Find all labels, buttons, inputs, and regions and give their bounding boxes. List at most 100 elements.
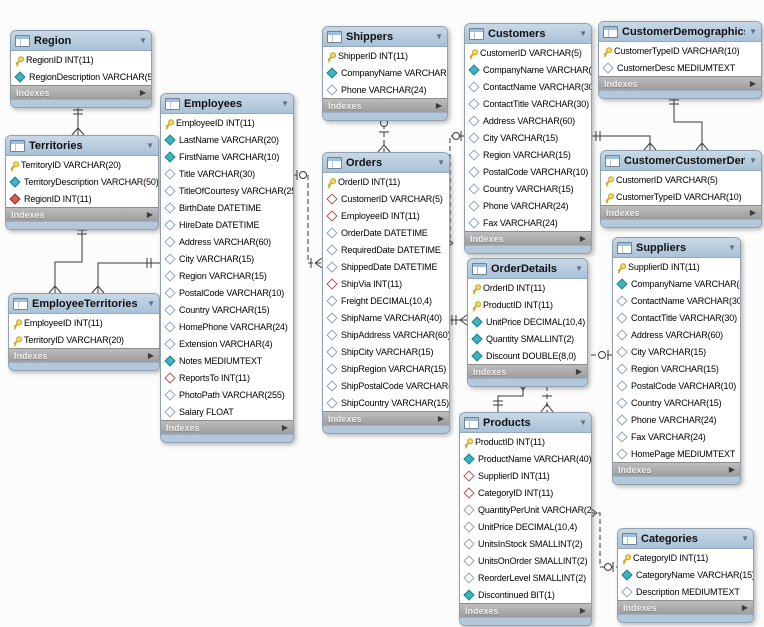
expand-arrow-icon[interactable]: ▶ (139, 88, 146, 97)
relationship-customerdemographics-customercustomerdemo[interactable] (669, 94, 709, 151)
table-Products[interactable]: Products▼ProductID INT(11)ProductName VA… (459, 412, 592, 626)
indexes-bar[interactable]: Indexes▶ (601, 205, 761, 219)
indexes-bar[interactable]: Indexes▶ (599, 76, 761, 90)
column-row[interactable]: CustomerID VARCHAR(5) (601, 171, 761, 188)
column-row[interactable]: PhotoPath VARCHAR(255) (161, 386, 293, 403)
table-header[interactable]: CustomerDemographics▼ (599, 22, 761, 42)
column-row[interactable]: FirstName VARCHAR(10) (161, 148, 293, 165)
indexes-bar[interactable]: Indexes▶ (460, 603, 591, 617)
column-row[interactable]: ProductID INT(11) (460, 433, 591, 450)
column-row[interactable]: CustomerTypeID VARCHAR(10) (599, 42, 761, 59)
column-row[interactable]: Discount DOUBLE(8,0) (468, 347, 587, 364)
column-row[interactable]: CustomerTypeID VARCHAR(10) (601, 188, 761, 205)
column-row[interactable]: RequiredDate DATETIME (323, 241, 449, 258)
column-row[interactable]: Fax VARCHAR(24) (465, 214, 591, 231)
collapse-arrow-icon[interactable]: ▼ (579, 29, 587, 38)
expand-arrow-icon[interactable]: ▶ (146, 210, 153, 219)
expand-arrow-icon[interactable]: ▶ (575, 367, 582, 376)
column-row[interactable]: ProductName VARCHAR(40) (460, 450, 591, 467)
column-row[interactable]: Region VARCHAR(15) (613, 360, 740, 377)
column-row[interactable]: OrderDate DATETIME (323, 224, 449, 241)
relationship-region-territories[interactable] (71, 103, 85, 136)
collapse-arrow-icon[interactable]: ▼ (728, 243, 736, 252)
column-row[interactable]: Region VARCHAR(15) (465, 146, 591, 163)
table-EmployeeTerritories[interactable]: EmployeeTerritories▼EmployeeID INT(11)Te… (8, 293, 160, 371)
column-row[interactable]: ProductID INT(11) (468, 296, 587, 313)
column-row[interactable]: City VARCHAR(15) (465, 129, 591, 146)
expand-arrow-icon[interactable]: ▶ (281, 423, 288, 432)
expand-arrow-icon[interactable]: ▶ (579, 234, 586, 243)
column-row[interactable]: UnitPrice DECIMAL(10,4) (460, 518, 591, 535)
column-row[interactable]: Quantity SMALLINT(2) (468, 330, 587, 347)
column-row[interactable]: Region VARCHAR(15) (161, 267, 293, 284)
column-row[interactable]: City VARCHAR(15) (613, 343, 740, 360)
column-row[interactable]: HomePhone VARCHAR(24) (161, 318, 293, 335)
column-row[interactable]: TerritoryDescription VARCHAR(50) (6, 173, 158, 190)
expand-arrow-icon[interactable]: ▶ (579, 606, 586, 615)
column-row[interactable]: BirthDate DATETIME (161, 199, 293, 216)
column-row[interactable]: Freight DECIMAL(10,4) (323, 292, 449, 309)
table-header[interactable]: Shippers▼ (323, 27, 447, 47)
table-CustomerCustomerDemo[interactable]: CustomerCustomerDemo▼CustomerID VARCHAR(… (600, 150, 762, 228)
collapse-arrow-icon[interactable]: ▼ (146, 141, 154, 150)
column-row[interactable]: Address VARCHAR(60) (465, 112, 591, 129)
column-row[interactable]: ShipCountry VARCHAR(15) (323, 394, 449, 411)
column-row[interactable]: ReorderLevel SMALLINT(2) (460, 569, 591, 586)
column-row[interactable]: ShipCity VARCHAR(15) (323, 343, 449, 360)
column-row[interactable]: ShipVia INT(11) (323, 275, 449, 292)
column-row[interactable]: ContactTitle VARCHAR(30) (613, 309, 740, 326)
collapse-arrow-icon[interactable]: ▼ (741, 534, 749, 543)
column-row[interactable]: Fax VARCHAR(24) (613, 428, 740, 445)
column-row[interactable]: EmployeeID INT(11) (161, 114, 293, 131)
column-row[interactable]: SupplierID INT(11) (613, 258, 740, 275)
column-row[interactable]: UnitPrice DECIMAL(10,4) (468, 313, 587, 330)
relationship-customers-customercustomerdemo[interactable] (590, 131, 657, 151)
column-row[interactable]: LastName VARCHAR(20) (161, 131, 293, 148)
column-row[interactable]: CompanyName VARCHAR(40) (323, 64, 447, 81)
column-row[interactable]: PostalCode VARCHAR(10) (161, 284, 293, 301)
table-Employees[interactable]: Employees▼EmployeeID INT(11)LastName VAR… (160, 93, 294, 443)
column-row[interactable]: RegionID INT(11) (11, 51, 151, 68)
column-row[interactable]: ShipPostalCode VARCHAR(10) (323, 377, 449, 394)
table-Categories[interactable]: Categories▼CategoryID INT(11)CategoryNam… (617, 528, 754, 623)
table-header[interactable]: OrderDetails▼ (468, 259, 587, 279)
column-row[interactable]: CustomerDesc MEDIUMTEXT (599, 59, 761, 76)
column-row[interactable]: City VARCHAR(15) (161, 250, 293, 267)
column-row[interactable]: HireDate DATETIME (161, 216, 293, 233)
relationship-employees-employeeterritories[interactable] (91, 258, 160, 294)
table-header[interactable]: Employees▼ (161, 94, 293, 114)
column-row[interactable]: Notes MEDIUMTEXT (161, 352, 293, 369)
column-row[interactable]: QuantityPerUnit VARCHAR(20) (460, 501, 591, 518)
column-row[interactable]: ReportsTo INT(11) (161, 369, 293, 386)
table-Territories[interactable]: Territories▼TerritoryID VARCHAR(20)Terri… (5, 135, 159, 230)
collapse-arrow-icon[interactable]: ▼ (749, 156, 757, 165)
indexes-bar[interactable]: Indexes▶ (6, 207, 158, 221)
relationship-shippers-orders[interactable] (377, 116, 391, 153)
collapse-arrow-icon[interactable]: ▼ (435, 32, 443, 41)
column-row[interactable]: CategoryName VARCHAR(15) (618, 566, 753, 583)
column-row[interactable]: ContactName VARCHAR(30) (613, 292, 740, 309)
indexes-bar[interactable]: Indexes▶ (323, 98, 447, 112)
table-header[interactable]: Suppliers▼ (613, 238, 740, 258)
column-row[interactable]: Extension VARCHAR(4) (161, 335, 293, 352)
table-header[interactable]: Customers▼ (465, 24, 591, 44)
indexes-bar[interactable]: Indexes▶ (613, 462, 740, 476)
column-row[interactable]: EmployeeID INT(11) (9, 314, 159, 331)
column-row[interactable]: CustomerID VARCHAR(5) (323, 190, 449, 207)
table-header[interactable]: Orders▼ (323, 153, 449, 173)
collapse-arrow-icon[interactable]: ▼ (749, 27, 757, 36)
relationship-territories-employeeterritories[interactable] (48, 225, 87, 294)
table-Orders[interactable]: Orders▼OrderID INT(11)CustomerID VARCHAR… (322, 152, 450, 434)
column-row[interactable]: CompanyName VARCHAR(40) (613, 275, 740, 292)
column-row[interactable]: PostalCode VARCHAR(10) (465, 163, 591, 180)
column-row[interactable]: HomePage MEDIUMTEXT (613, 445, 740, 462)
table-header[interactable]: Products▼ (460, 413, 591, 433)
column-row[interactable]: TerritoryID VARCHAR(20) (6, 156, 158, 173)
expand-arrow-icon[interactable]: ▶ (728, 465, 735, 474)
table-header[interactable]: Territories▼ (6, 136, 158, 156)
column-row[interactable]: Country VARCHAR(15) (613, 394, 740, 411)
expand-arrow-icon[interactable]: ▶ (741, 603, 748, 612)
column-row[interactable]: CategoryID INT(11) (460, 484, 591, 501)
collapse-arrow-icon[interactable]: ▼ (575, 264, 583, 273)
